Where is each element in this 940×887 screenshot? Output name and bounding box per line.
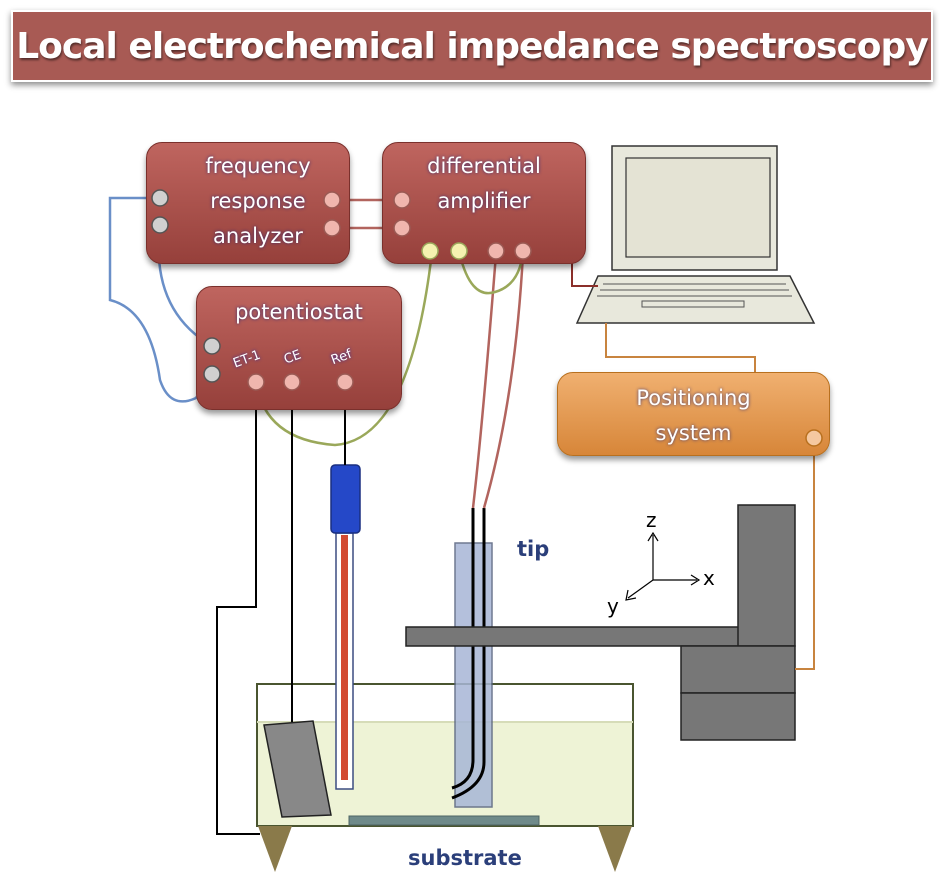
positioning-stage <box>405 504 796 741</box>
axis-label-z: z <box>646 508 657 532</box>
potentiostat-label: potentiostat <box>235 300 363 324</box>
amp-line-2: amplifier <box>437 189 531 213</box>
substrate-label: substrate <box>408 846 522 870</box>
cell-foot-right <box>598 826 632 872</box>
laptop-icon <box>575 145 816 324</box>
positioning-system: Positioning system <box>557 372 830 456</box>
stage-column <box>737 504 796 647</box>
stage-block-upper <box>680 645 796 694</box>
stage-block-lower <box>680 692 796 741</box>
positioning-line-2: system <box>655 421 732 445</box>
substrate-plate <box>348 815 540 826</box>
coordinate-axes <box>625 531 701 601</box>
stage-arm <box>405 626 743 647</box>
fra-line-2: response <box>210 189 306 213</box>
diagram-title: Local electrochemical impedance spectros… <box>16 25 929 67</box>
tip-label: tip <box>517 537 550 561</box>
amp-line-1: differential <box>427 154 541 178</box>
potentiostat: potentiostat <box>196 286 402 410</box>
electrochemical-cell <box>256 683 634 872</box>
cell-foot-left <box>258 826 292 872</box>
title-banner: Local electrochemical impedance spectros… <box>11 10 933 82</box>
axis-label-y: y <box>607 594 619 618</box>
positioning-line-1: Positioning <box>636 386 751 410</box>
differential-amplifier: differential amplifier <box>382 142 586 264</box>
fra-line-3: analyzer <box>213 224 303 248</box>
counter-electrode <box>263 720 332 818</box>
cell-container <box>256 683 634 827</box>
tip-probe <box>451 253 525 808</box>
reference-electrode <box>330 464 361 790</box>
frequency-response-analyzer: frequency response analyzer <box>146 142 350 264</box>
axis-label-x: x <box>703 566 715 590</box>
fra-line-1: frequency <box>205 154 311 178</box>
